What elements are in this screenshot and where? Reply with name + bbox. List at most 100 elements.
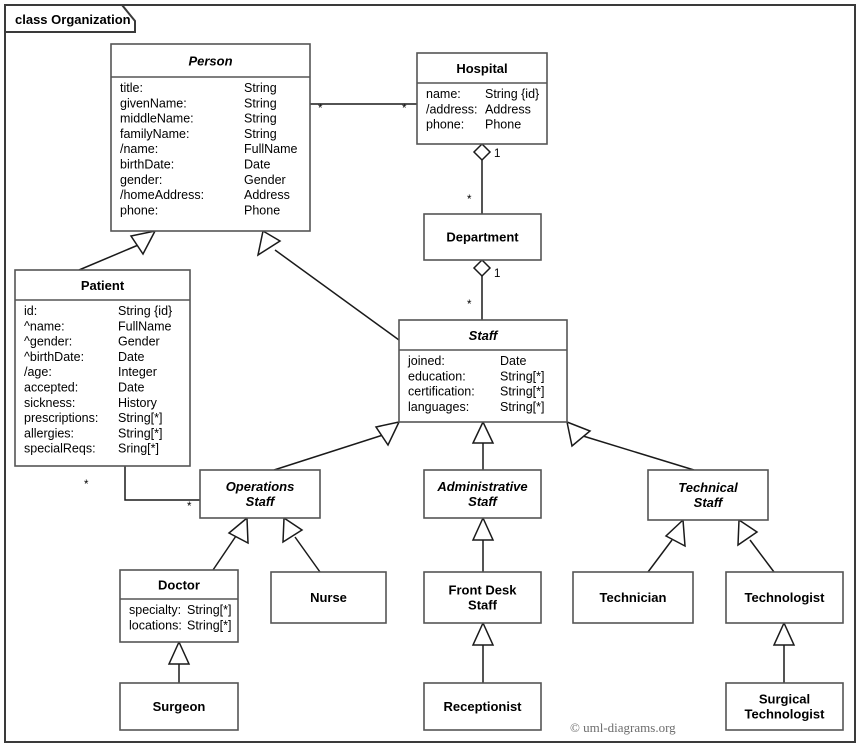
gen-line-technician: [647, 539, 673, 573]
class-box-outline-front-desk-staff: [423, 571, 542, 624]
class-box-surgeon[interactable]: Surgeon: [119, 682, 239, 731]
attribute-name: gender:: [120, 173, 162, 187]
class-box-outline-surgeon: [119, 682, 239, 731]
gen-arrow-nurse: [282, 516, 304, 544]
multiplicity-layer: **1*1***: [84, 103, 500, 513]
attribute-type: String[*]: [500, 369, 544, 383]
multiplicity-department-staff-top: 1: [494, 268, 500, 280]
frame-border: [4, 4, 856, 743]
attribute-type: String: [244, 112, 277, 126]
class-box-outline-technologist: [725, 571, 844, 624]
class-box-outline-receptionist: [423, 682, 542, 731]
class-box-person[interactable]: Persontitle:StringgivenName:Stringmiddle…: [110, 43, 311, 232]
attribute-name: givenName:: [120, 96, 187, 110]
attribute-name: /age:: [24, 365, 52, 379]
attribute-name: title:: [120, 81, 143, 95]
class-name-surgeon: Surgeon: [153, 699, 206, 714]
class-name-front-desk-staff: Staff: [468, 598, 498, 613]
gen-arrow-administrative-staff: [471, 420, 495, 444]
class-name-administrative-staff: Staff: [468, 494, 498, 509]
frame-tab-label: class Organization: [15, 12, 131, 27]
attribute-name: /homeAddress:: [120, 188, 204, 202]
multiplicity-patient-operations-right: *: [187, 501, 192, 513]
gen-arrow-surgeon: [167, 640, 191, 665]
attribute-type: String[*]: [187, 618, 231, 632]
class-box-receptionist[interactable]: Receptionist: [423, 682, 542, 731]
attribute-name: specialReqs:: [24, 442, 96, 456]
attribute-type: String: [244, 96, 277, 110]
attribute-type: Sring[*]: [118, 442, 159, 456]
class-box-outline-technical-staff: [647, 469, 769, 521]
class-box-outline-surgical-technologist: [725, 682, 844, 731]
class-box-outline-staff: [398, 319, 568, 423]
gen-arrow-patient-person: [129, 229, 157, 256]
assoc-patient-operations-staff: [124, 466, 200, 501]
class-name-operations-staff: Staff: [246, 494, 276, 509]
attribute-name: phone:: [426, 118, 464, 132]
attribute-type: Date: [118, 350, 144, 364]
attribute-type: String[*]: [500, 385, 544, 399]
class-box-outline-administrative-staff: [423, 469, 542, 519]
attribute-name: /name:: [120, 142, 158, 156]
attribute-name: ^name:: [24, 319, 65, 333]
gen-arrow-receptionist: [471, 621, 495, 646]
class-box-outline-person: [110, 43, 311, 232]
aggregation-diamond-department: [472, 258, 492, 278]
attribute-name: familyName:: [120, 127, 189, 141]
class-box-technician[interactable]: Technician: [572, 571, 694, 624]
class-name-technical-staff: Staff: [694, 495, 724, 510]
attribute-type: History: [118, 396, 158, 410]
multiplicity-person-hospital-right: *: [402, 103, 407, 115]
attribute-type: Date: [244, 158, 270, 172]
attribute-type: String[*]: [118, 411, 162, 425]
gen-line-technical-staff: [582, 435, 695, 471]
attribute-name: sickness:: [24, 396, 75, 410]
class-name-front-desk-staff: Front Desk: [449, 583, 518, 598]
class-box-nurse[interactable]: Nurse: [270, 571, 387, 624]
class-name-technician: Technician: [600, 590, 667, 605]
gen-arrow-technologist: [737, 518, 759, 547]
attribute-type: Gender: [118, 335, 160, 349]
attribute-name: ^gender:: [24, 335, 72, 349]
attribute-name: education:: [408, 369, 466, 383]
attribute-type: Date: [500, 354, 526, 368]
attribute-name: phone:: [120, 203, 158, 217]
class-box-outline-department: [423, 213, 542, 261]
class-name-technologist: Technologist: [745, 590, 826, 605]
attribute-type: String {id}: [485, 87, 539, 101]
aggregation-diamond-hospital: [472, 142, 492, 162]
gen-line-doctor: [212, 535, 237, 571]
class-box-staff[interactable]: Staff joined: Date education: String[*] certi…: [398, 319, 568, 423]
attribute-name: id:: [24, 304, 37, 318]
class-layer: Persontitle:StringgivenName:Stringmiddle…: [14, 43, 844, 731]
class-box-outline-operations-staff: [199, 469, 321, 519]
class-box-outline-doctor: [119, 569, 239, 643]
class-name-person: Person: [188, 54, 232, 69]
class-name-receptionist: Receptionist: [443, 699, 522, 714]
attribute-name: name:: [426, 87, 461, 101]
attribute-name: prescriptions:: [24, 411, 98, 425]
attribute-type: String[*]: [187, 603, 231, 617]
class-name-surgical-technologist: Surgical: [759, 692, 810, 707]
class-name-staff: Staff: [469, 328, 499, 343]
class-box-technologist[interactable]: Technologist: [725, 571, 844, 624]
multiplicity-hospital-department-top: 1: [494, 148, 500, 160]
attribute-type: FullName: [118, 319, 172, 333]
class-box-department[interactable]: Department: [423, 213, 542, 261]
multiplicity-hospital-department-bottom: *: [467, 194, 472, 206]
class-box-outline-technician: [572, 571, 694, 624]
attribute-name: joined:: [407, 354, 445, 368]
class-name-operations-staff: Operations: [226, 479, 295, 494]
attribute-name: certification:: [408, 385, 475, 399]
attribute-type: Integer: [118, 365, 157, 379]
class-box-doctor[interactable]: Doctorspecialty:String[*]locations:Strin…: [119, 569, 239, 643]
gen-arrow-surgical-technologist: [772, 621, 796, 646]
